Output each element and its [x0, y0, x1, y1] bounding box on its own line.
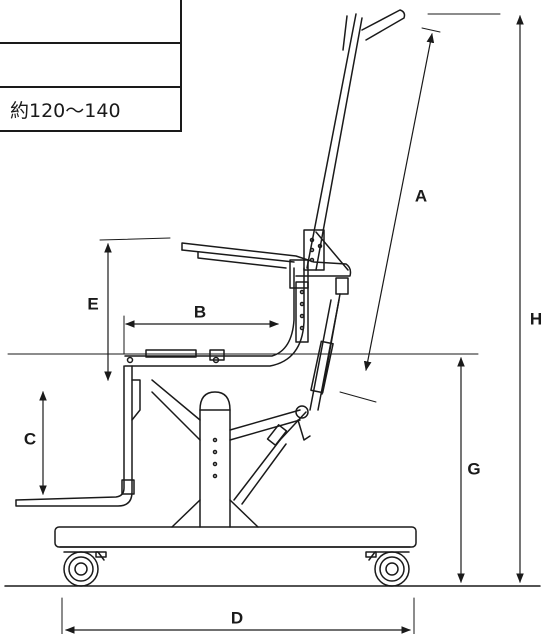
rear-wheel-icon	[365, 551, 410, 587]
dimension-label-g: G	[467, 459, 480, 478]
spec-row	[0, 42, 182, 88]
backrest-handle	[295, 9, 406, 343]
spec-cell: 約120〜140	[0, 86, 182, 132]
dimension-label-e: E	[87, 294, 98, 313]
dimension-label-d: D	[231, 608, 243, 627]
front-wheel-icon	[63, 551, 107, 587]
dimension-line-a	[363, 33, 435, 371]
dimension-label-h: H	[530, 309, 542, 328]
gas-spring	[233, 411, 307, 505]
rear-strut	[295, 299, 340, 441]
spec-row: 約120〜140	[0, 86, 182, 132]
dimension-label-b: B	[194, 302, 206, 321]
spec-cell	[0, 0, 182, 44]
seat-frame	[124, 267, 305, 367]
spec-table: 約120〜140	[0, 0, 182, 132]
footrest	[15, 365, 141, 507]
base-platform	[54, 526, 417, 548]
dimension-label-a: A	[415, 186, 427, 205]
spec-row	[0, 0, 182, 44]
dimension-label-c: C	[24, 429, 36, 448]
lift-column	[199, 391, 231, 528]
spec-cell	[0, 42, 182, 88]
